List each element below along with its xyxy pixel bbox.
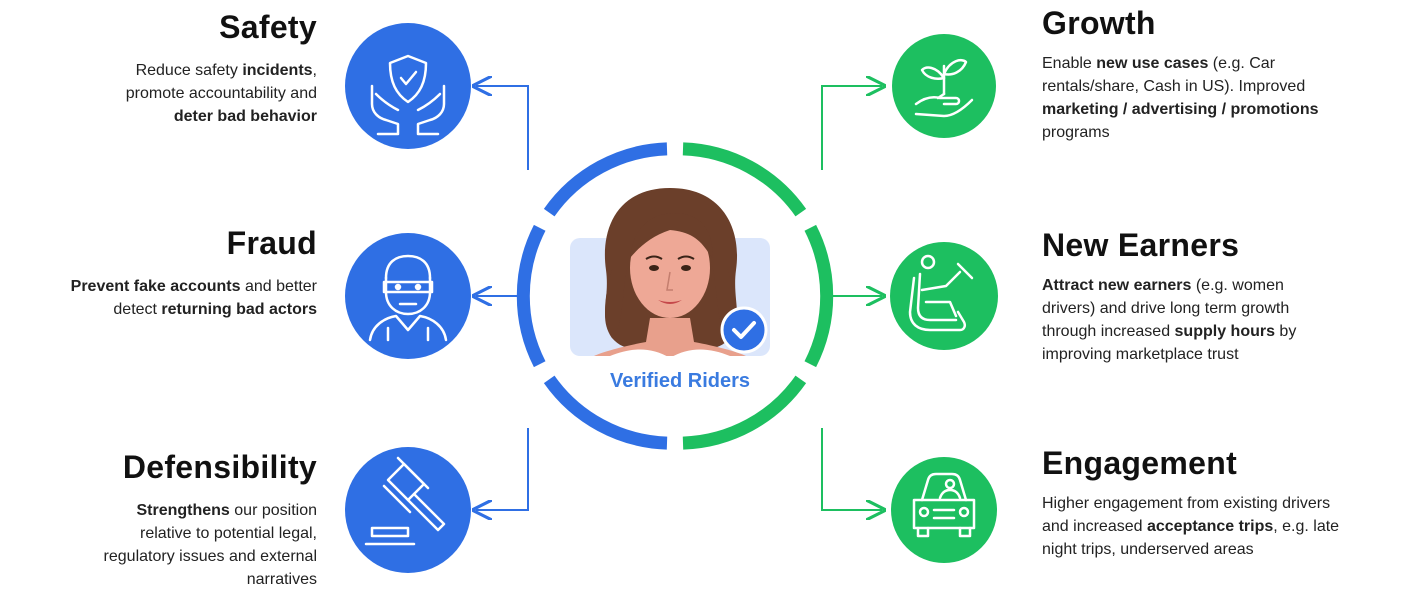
engagement-title: Engagement	[1042, 445, 1238, 481]
description-text: drivers) and drive long term growth	[1042, 300, 1290, 317]
fraud-circle	[345, 233, 471, 359]
growth-circle	[892, 34, 996, 138]
hub-ring	[516, 142, 834, 450]
description-text: Reduce safety	[135, 62, 243, 79]
emphasis-text: marketing / advertising / promotions	[1042, 101, 1319, 118]
description-text: by	[1274, 323, 1297, 340]
emphasis-text: new use cases	[1096, 55, 1209, 72]
connector-engagement	[821, 428, 882, 510]
description-text: relative to potential legal,	[140, 525, 317, 542]
fraud-description: Prevent fake accounts and better detect r…	[0, 275, 317, 321]
emphasis-text: supply hours	[1174, 323, 1275, 340]
growth-description: Enable new use cases (e.g. Car rentals/sh…	[1042, 52, 1412, 144]
description-text: and increased	[1042, 518, 1147, 535]
emphasis-text: acceptance trips	[1146, 518, 1274, 535]
description-text: narratives	[246, 571, 317, 588]
defensibility-title: Defensibility	[122, 449, 317, 485]
description-text: ,	[312, 62, 317, 79]
description-text: Enable	[1042, 55, 1097, 72]
new-earners-title: New Earners	[1042, 227, 1240, 263]
description-text: improving marketplace trust	[1042, 346, 1239, 363]
safety-description: Reduce safety incidents, promote accounta…	[0, 59, 317, 128]
description-text: (e.g. Car	[1208, 55, 1276, 72]
connector-safety	[476, 86, 529, 170]
driver-seat-icon	[908, 254, 974, 332]
plant-in-hand-icon	[914, 58, 974, 118]
new-earners-circle	[890, 242, 998, 350]
growth-title: Growth	[1042, 5, 1156, 41]
emphasis-text: Attract new earners	[1042, 277, 1192, 294]
emphasis-text: returning bad actors	[161, 301, 317, 318]
block-growth: Growth Enable new use cases (e.g. Car ren…	[1042, 4, 1412, 144]
block-fraud: Fraud Prevent fake accounts and better de…	[0, 224, 317, 321]
engagement-description: Higher engagement from existing drivers a…	[1042, 492, 1412, 561]
woman-avatar-icon	[570, 188, 770, 358]
description-text: and better	[240, 278, 317, 295]
defensibility-circle	[345, 447, 471, 573]
emphasis-text: Prevent fake accounts	[70, 278, 241, 295]
emphasis-text: Strengthens	[136, 502, 230, 519]
description-text: , e.g. late	[1273, 518, 1340, 535]
connectors-right	[821, 86, 882, 510]
description-text: night trips, underserved areas	[1042, 541, 1254, 558]
description-text: regulatory issues and external	[103, 548, 317, 565]
safety-title: Safety	[219, 9, 317, 45]
gavel-icon	[364, 456, 446, 546]
description-text: our position	[229, 502, 317, 519]
car-driver-icon	[912, 472, 976, 538]
connector-growth	[821, 86, 882, 170]
description-text: promote accountability and	[125, 85, 317, 102]
fraud-title: Fraud	[226, 225, 317, 261]
description-text: rentals/share, Cash in US). Improved	[1042, 78, 1306, 95]
description-text: (e.g. women	[1191, 277, 1284, 294]
description-text: detect	[113, 301, 162, 318]
emphasis-text: incidents	[242, 62, 313, 79]
block-safety: Safety Reduce safety incidents, promote a…	[0, 8, 317, 128]
connector-defensibility	[476, 428, 529, 510]
check-badge-icon	[720, 306, 768, 354]
description-text: through increased	[1042, 323, 1175, 340]
masked-person-icon	[368, 254, 448, 342]
description-text: programs	[1042, 124, 1110, 141]
safety-circle	[345, 23, 471, 149]
block-new-earners: New Earners Attract new earners (e.g. wo…	[1042, 226, 1412, 366]
hub-label: Verified Riders	[609, 370, 751, 392]
block-engagement: Engagement Higher engagement from existi…	[1042, 444, 1412, 561]
description-text: Higher engagement from existing drivers	[1042, 495, 1331, 512]
emphasis-text: deter bad behavior	[173, 108, 317, 125]
engagement-circle	[891, 457, 997, 563]
block-defensibility: Defensibility Strengthens our position re…	[0, 448, 317, 591]
defensibility-description: Strengthens our position relative to pote…	[0, 499, 317, 591]
new-earners-description: Attract new earners (e.g. women drivers) …	[1042, 274, 1412, 366]
shield-hands-icon	[370, 54, 446, 136]
